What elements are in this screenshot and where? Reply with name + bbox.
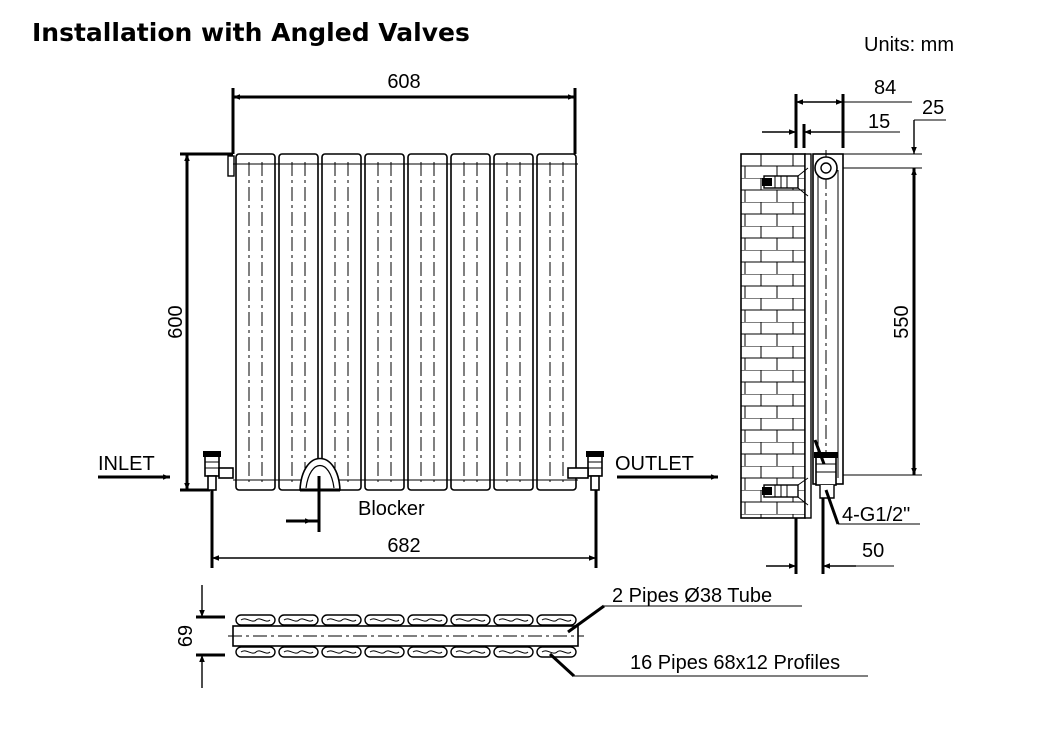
radiator-columns bbox=[227, 153, 577, 491]
outlet-label: OUTLET bbox=[615, 453, 694, 475]
profile-section bbox=[321, 614, 362, 626]
profile-section bbox=[321, 646, 362, 658]
top-view: 69 2 Pipes Ø38 Tube 16 Pipes 68x12 Profi… bbox=[175, 585, 868, 688]
inlet-label: INLET bbox=[98, 453, 155, 475]
profile-section bbox=[493, 614, 534, 626]
dim-608-label: 608 bbox=[387, 71, 420, 93]
dim-600-label: 600 bbox=[165, 305, 187, 338]
blocker bbox=[286, 457, 341, 532]
left-angled-valve bbox=[203, 451, 234, 491]
connections-leader bbox=[824, 489, 840, 525]
side-view: 84 15 25 550 4-G1/2" 50 bbox=[740, 77, 946, 574]
radiator-column bbox=[493, 153, 534, 491]
profile-section bbox=[235, 614, 276, 626]
dim-50-label: 50 bbox=[862, 540, 884, 562]
connections-label: 4-G1/2" bbox=[842, 504, 910, 526]
radiator-column bbox=[536, 153, 577, 491]
pipes-label: 2 Pipes Ø38 Tube bbox=[612, 585, 772, 607]
diagram-title: Installation with Angled Valves bbox=[32, 18, 470, 47]
profile-section bbox=[407, 614, 448, 626]
wall-bracket-bottom bbox=[762, 477, 809, 506]
profile-section bbox=[278, 646, 319, 658]
radiator-column bbox=[278, 153, 319, 491]
wall-bracket-top bbox=[762, 167, 809, 197]
profiles-label: 16 Pipes 68x12 Profiles bbox=[630, 652, 840, 674]
dim-84-label: 84 bbox=[874, 77, 896, 99]
radiator-column bbox=[407, 153, 448, 491]
profile-section bbox=[493, 646, 534, 658]
profile-section bbox=[278, 614, 319, 626]
dim-69-label: 69 bbox=[175, 625, 197, 647]
front-view: 608 600 INLET OUTLET bbox=[98, 71, 718, 568]
profile-section bbox=[364, 614, 405, 626]
pipes-leader bbox=[567, 604, 605, 634]
brick-wall bbox=[740, 153, 806, 519]
profile-section bbox=[536, 614, 577, 626]
dim-550-label: 550 bbox=[891, 305, 913, 338]
right-angled-valve bbox=[567, 451, 604, 491]
profile-section bbox=[536, 646, 577, 658]
radiator-column bbox=[450, 153, 491, 491]
profile-section bbox=[450, 646, 491, 658]
mounting-plate bbox=[804, 153, 812, 519]
radiator-column bbox=[235, 153, 276, 491]
profile-section bbox=[450, 614, 491, 626]
radiator-column bbox=[364, 153, 405, 491]
dim-15-label: 15 bbox=[868, 111, 890, 133]
profile-section bbox=[235, 646, 276, 658]
blocker-label: Blocker bbox=[358, 498, 425, 520]
radiator-column bbox=[321, 153, 362, 491]
profile-section bbox=[364, 646, 405, 658]
profile-section bbox=[407, 646, 448, 658]
dim-682-label: 682 bbox=[387, 535, 420, 557]
units-label: Units: mm bbox=[864, 34, 954, 56]
profiles-leader bbox=[548, 652, 576, 678]
profile-sections bbox=[235, 614, 577, 658]
dim-25-label: 25 bbox=[922, 97, 944, 119]
